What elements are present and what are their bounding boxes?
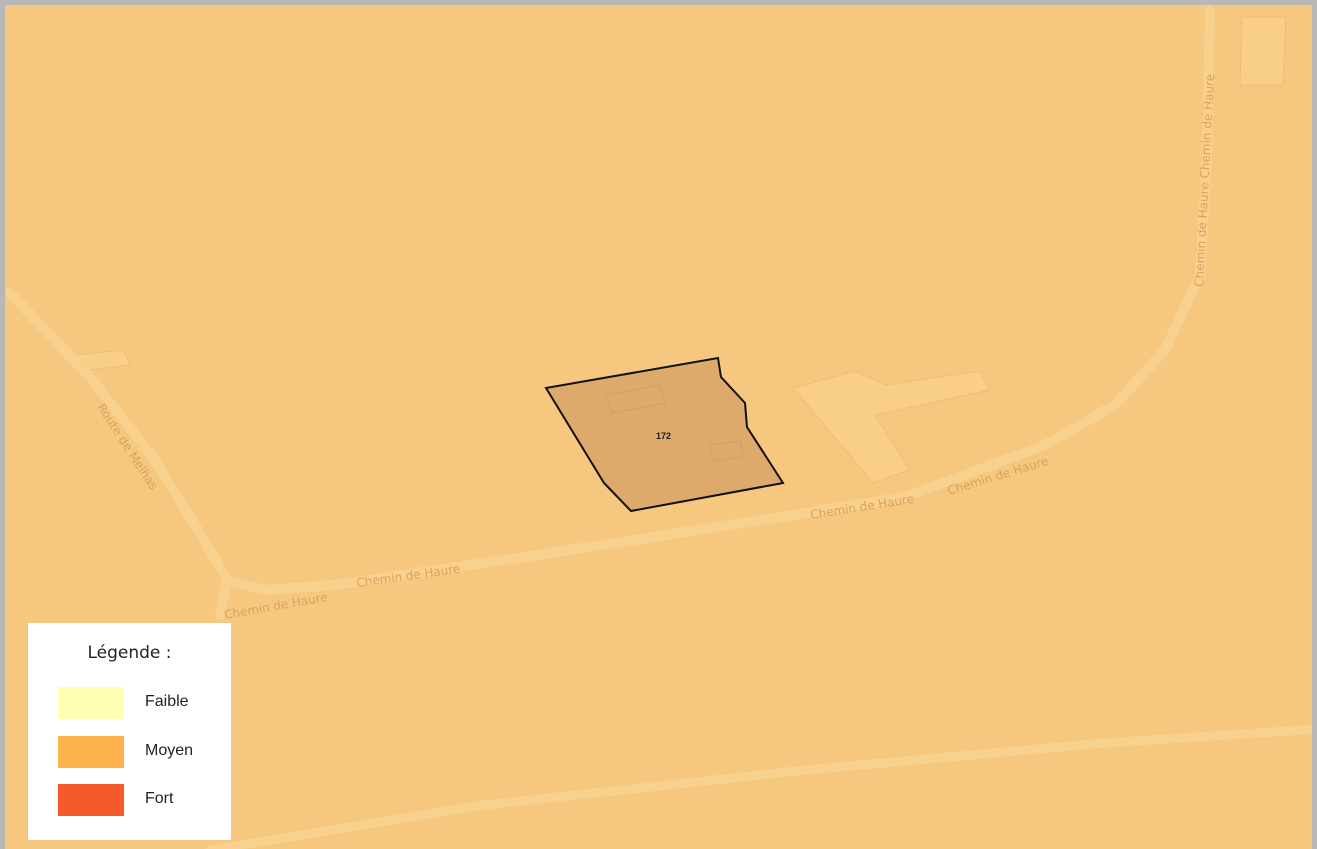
legend-swatch-fort (58, 784, 124, 816)
legend-item-faible: Faible (58, 687, 228, 719)
legend-swatch-moyen (58, 736, 124, 768)
legend-swatch-faible (58, 687, 124, 719)
road-label-chemin-de-haure: Chemin de Haure (223, 590, 329, 622)
parcel-building-outlines (604, 384, 744, 462)
road-chemin-de-haure (222, 5, 1215, 595)
legend-label-fort: Fort (145, 790, 174, 807)
road-south (205, 725, 1312, 849)
road-route-de-melhas (5, 288, 232, 620)
road-label-chemin-de-haure-vertical: Chemin de Haure Chemin de Haure (1192, 74, 1217, 288)
roads (5, 5, 1312, 849)
legend-panel: Légende : Faible Moyen Fort (28, 623, 231, 840)
building-footprint (792, 370, 991, 484)
road-label-chemin-de-haure: Chemin de Haure (809, 492, 915, 522)
legend-label-moyen: Moyen (145, 742, 194, 759)
legend-item-fort: Fort (58, 784, 228, 816)
legend-label-faible: Faible (145, 693, 189, 710)
building-footprints (74, 16, 1287, 484)
parcel-id-label: 172 (656, 431, 671, 441)
building-footprint (1239, 16, 1287, 86)
legend-title: Légende : (87, 643, 172, 663)
road-label-chemin-de-haure: Chemin de Haure (355, 562, 461, 590)
map-canvas[interactable]: Route de Melhas Chemin de Haure Chemin d… (5, 5, 1317, 849)
parcel-building-outline (708, 440, 744, 462)
parcel-building-outline (604, 384, 666, 414)
legend-item-moyen: Moyen (58, 736, 228, 768)
